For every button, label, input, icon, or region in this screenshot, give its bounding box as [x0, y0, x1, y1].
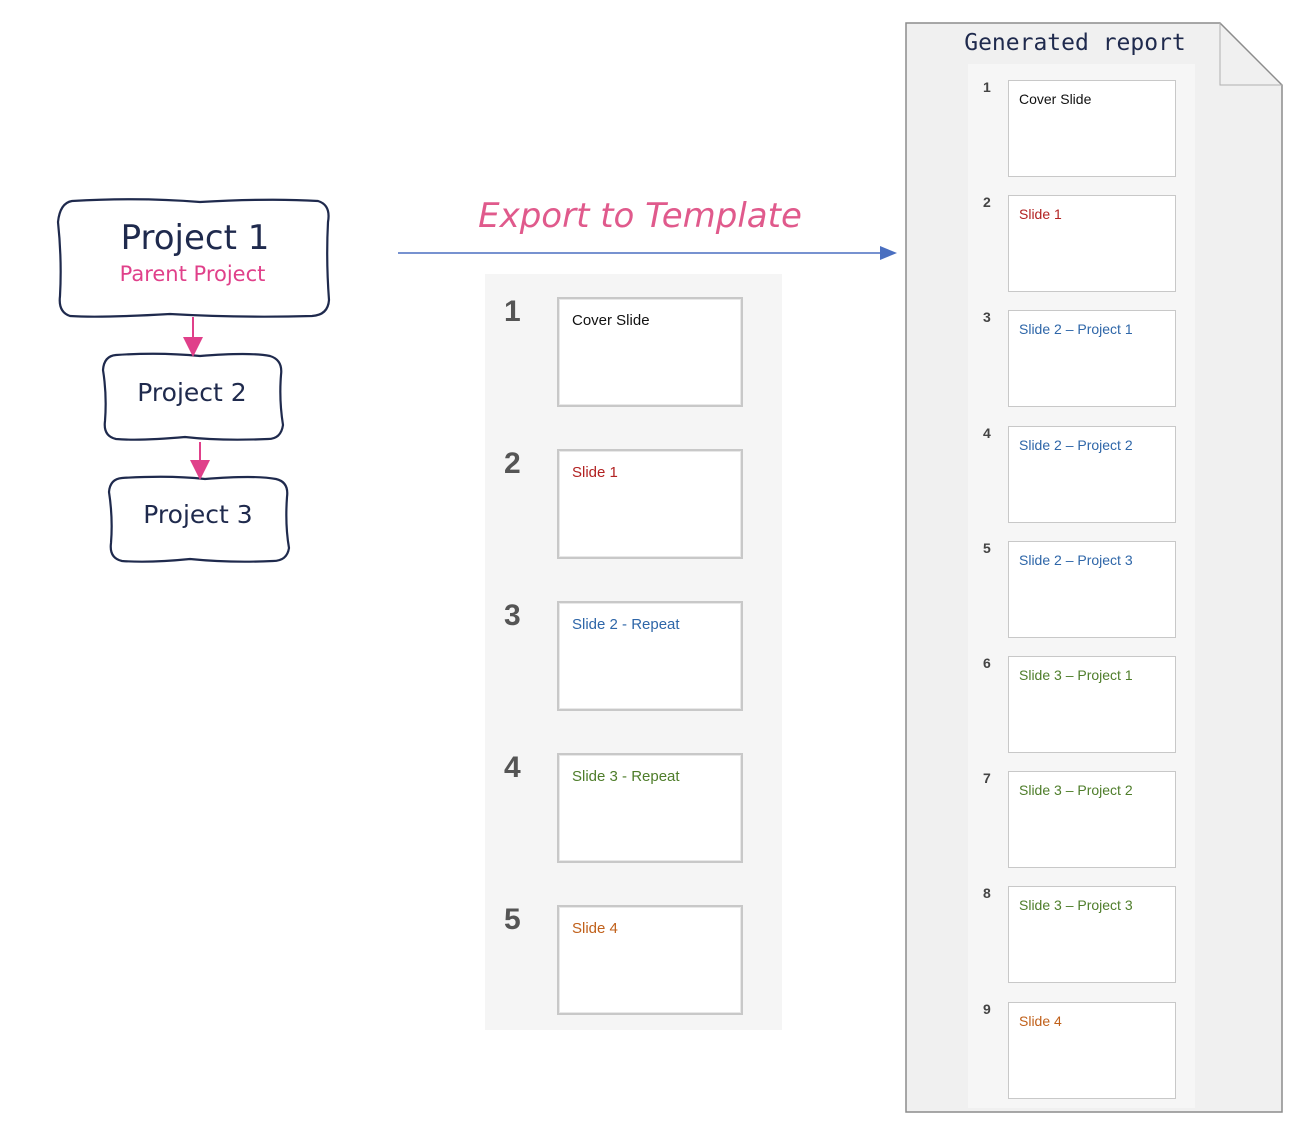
report-slide-number: 2: [983, 194, 991, 211]
project-2-box[interactable]: [101, 352, 285, 441]
report-slide-thumbnail[interactable]: Slide 2 – Project 3: [1008, 540, 1176, 638]
template-slide-label: Slide 3 - Repeat: [572, 768, 680, 785]
report-slide-thumbnail[interactable]: Slide 3 – Project 3: [1008, 886, 1176, 984]
project-1-subtitle: Parent Project: [119, 262, 266, 286]
template-slide-number: 1: [504, 295, 521, 328]
report-slide-label: Slide 4: [1019, 1012, 1062, 1029]
project-hierarchy: [56, 198, 331, 563]
report-slide-thumbnail[interactable]: Slide 3 – Project 2: [1008, 771, 1176, 869]
project-3-title: Project 3: [143, 500, 253, 529]
report-slide-label: Slide 2 – Project 3: [1019, 551, 1133, 568]
template-slide-thumbnail[interactable]: Slide 2 - Repeat: [557, 601, 743, 711]
report-slide-label: Slide 3 – Project 1: [1019, 667, 1133, 683]
report-title: Generated report: [964, 30, 1186, 56]
report-slide-thumbnail[interactable]: Slide 1: [1008, 195, 1176, 293]
export-label: Export to Template: [478, 196, 802, 236]
template-slide-number: 5: [504, 903, 521, 936]
project-2-title: Project 2: [137, 378, 247, 407]
report-slide-number: 7: [983, 770, 991, 787]
project-1-box[interactable]: [56, 198, 331, 318]
template-slide-thumbnail[interactable]: Cover Slide: [557, 297, 743, 407]
template-slide-label: Cover Slide: [572, 312, 650, 329]
report-slide-label: Slide 3 – Project 3: [1019, 897, 1133, 914]
report-slide-thumbnail[interactable]: Slide 4: [1008, 1001, 1176, 1099]
report-slide-number: 5: [983, 539, 991, 556]
report-slide-number: 6: [983, 655, 991, 671]
report-slide-number: 1: [983, 79, 991, 95]
report-slide-thumbnail[interactable]: Slide 2 – Project 1: [1008, 310, 1176, 408]
report-slide-thumbnail[interactable]: Slide 3 – Project 1: [1008, 656, 1176, 753]
template-slide-thumbnail[interactable]: Slide 3 - Repeat: [557, 753, 743, 863]
template-slide-label: Slide 4: [572, 920, 618, 937]
template-slide-label: Slide 1: [572, 464, 618, 481]
template-slide-thumbnail[interactable]: Slide 4: [557, 905, 743, 1015]
project-1-title: Project 1: [120, 218, 270, 258]
report-slide-label: Cover Slide: [1019, 91, 1092, 107]
template-slide-number: 4: [504, 751, 521, 784]
report-slide-label: Slide 2 – Project 2: [1019, 436, 1133, 453]
report-slide-number: 3: [983, 309, 991, 326]
report-slide-label: Slide 1: [1019, 206, 1062, 223]
report-slide-number: 4: [983, 424, 991, 441]
template-slide-number: 3: [504, 599, 521, 632]
project-3-box[interactable]: [107, 475, 291, 563]
report-slide-label: Slide 3 – Project 2: [1019, 782, 1133, 799]
template-slide-number: 2: [504, 447, 521, 480]
report-slide-number: 8: [983, 885, 991, 902]
report-slide-thumbnail[interactable]: Cover Slide: [1008, 80, 1176, 177]
report-slide-label: Slide 2 – Project 1: [1019, 321, 1133, 338]
export-arrow: [398, 246, 897, 260]
report-slide-thumbnail[interactable]: Slide 2 – Project 2: [1008, 425, 1176, 523]
report-slide-number: 9: [983, 1000, 991, 1017]
template-slide-thumbnail[interactable]: Slide 1: [557, 449, 743, 559]
template-slide-label: Slide 2 - Repeat: [572, 616, 680, 633]
